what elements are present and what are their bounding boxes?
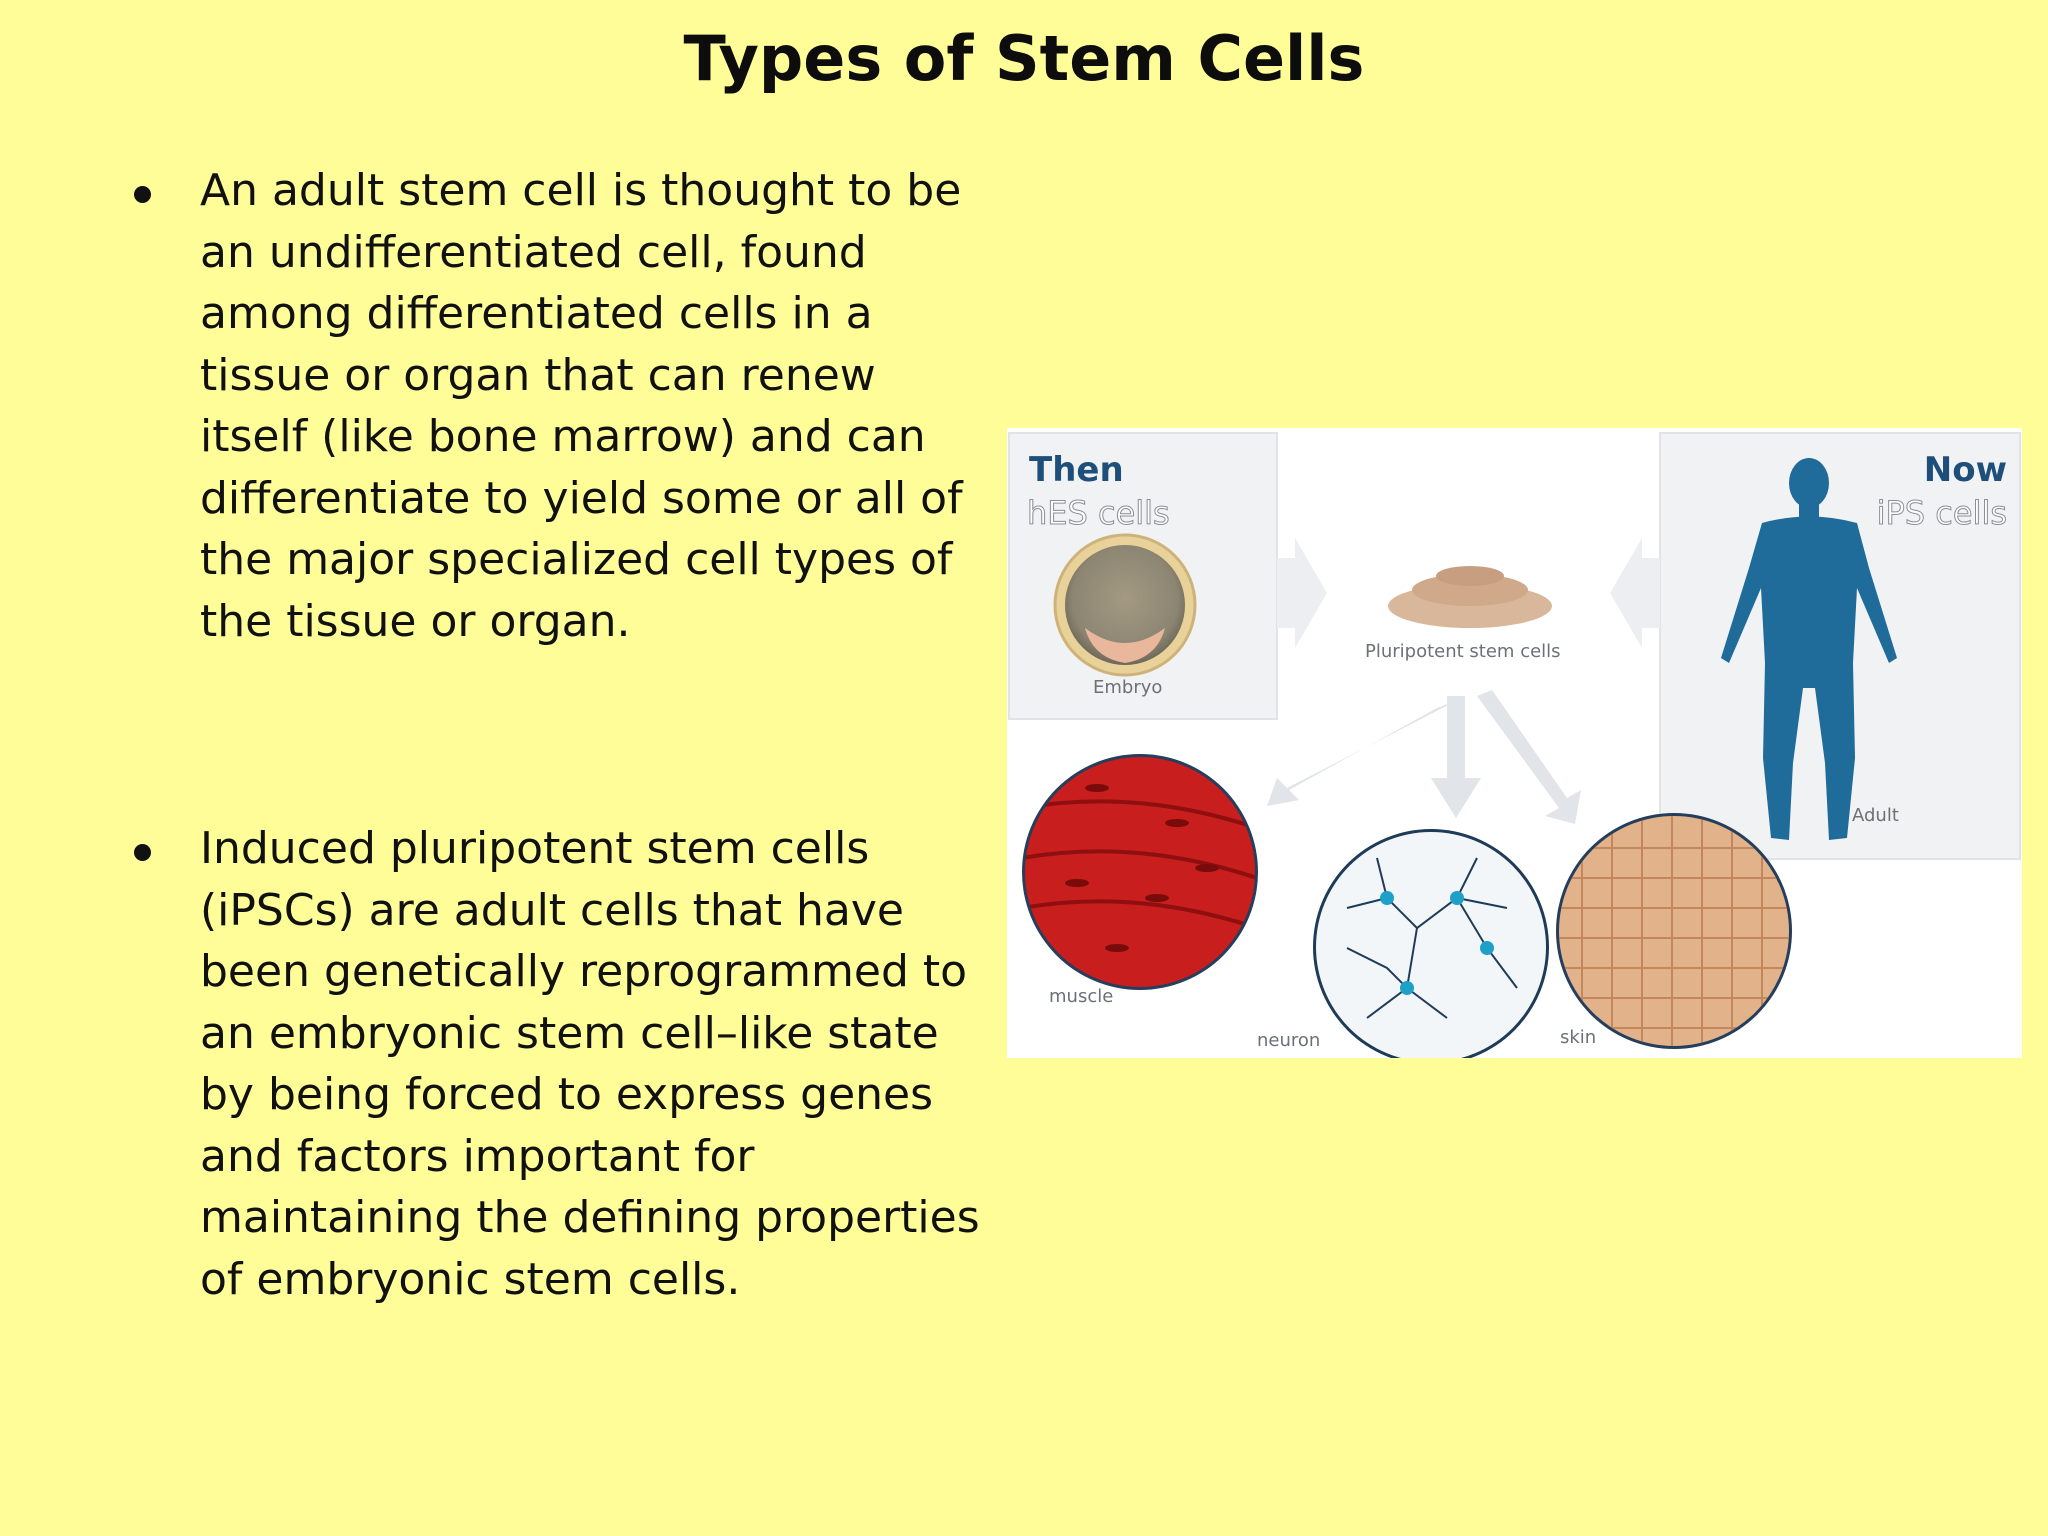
embryo-icon bbox=[1053, 533, 1197, 677]
now-heading: Now bbox=[1924, 450, 2007, 490]
pluripotent-label: Pluripotent stem cells bbox=[1365, 641, 1561, 662]
slide-title: Types of Stem Cells bbox=[683, 22, 1365, 95]
neuron-label: neuron bbox=[1257, 1030, 1320, 1051]
bullet-list: An adult stem cell is thought to be an u… bbox=[130, 160, 990, 1310]
bullet-item-ipsc: Induced pluripotent stem cells (iPSCs) a… bbox=[130, 818, 990, 1310]
skin-label: skin bbox=[1560, 1027, 1596, 1048]
muscle-label: muscle bbox=[1049, 986, 1113, 1007]
adult-body-icon bbox=[1721, 458, 1897, 840]
then-subheading: hES cells bbox=[1027, 494, 1170, 532]
bullet-dot-icon bbox=[134, 186, 151, 203]
differentiation-arrows bbox=[1267, 690, 1581, 824]
neuron-cell-icon bbox=[1313, 829, 1549, 1058]
bullet-text: Induced pluripotent stem cells (iPSCs) a… bbox=[200, 823, 980, 1305]
bullet-dot-icon bbox=[134, 844, 151, 861]
pluripotent-cells-icon bbox=[1388, 566, 1552, 628]
adult-label: Adult bbox=[1852, 805, 1899, 826]
now-subheading: iPS cells bbox=[1877, 494, 2007, 532]
embryo-label: Embryo bbox=[1093, 677, 1162, 698]
stem-cell-figure: Then hES cells Embryo Pluripotent stem c… bbox=[1007, 428, 2022, 1058]
skin-cell-icon bbox=[1556, 813, 1792, 1049]
muscle-cell-icon bbox=[1022, 754, 1258, 990]
then-heading: Then bbox=[1029, 450, 1124, 490]
bullet-item-adult-stem-cell: An adult stem cell is thought to be an u… bbox=[130, 160, 990, 652]
bullet-text: An adult stem cell is thought to be an u… bbox=[200, 165, 963, 647]
